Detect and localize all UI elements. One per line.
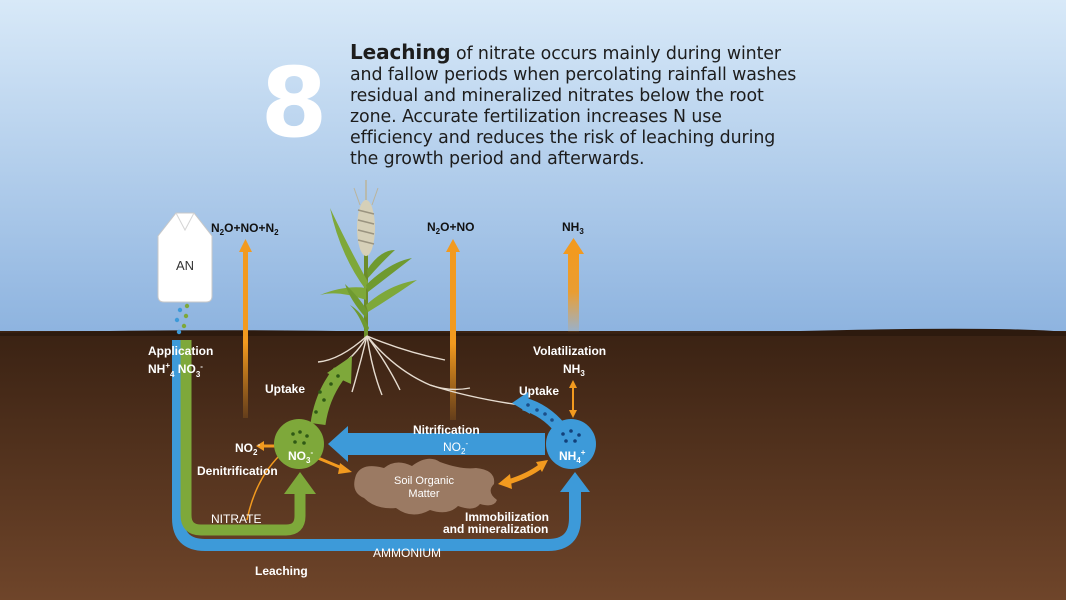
- organic-matter-label-line2: Matter: [408, 488, 440, 500]
- volatilization-gas-arrow: [568, 252, 579, 332]
- organic-matter-label-line1: Soil Organic: [394, 475, 454, 487]
- bag-label: AN: [176, 258, 194, 273]
- ammonium-path-label: AMMONIUM: [373, 546, 441, 560]
- ammonium-pool: [546, 419, 596, 469]
- volatilization-ion-label: NH3: [563, 362, 585, 378]
- uptake-right-label: Uptake: [519, 384, 559, 398]
- application-ions-label: NH+4 NO3-: [148, 361, 203, 379]
- fertilizer-bag: AN: [157, 212, 213, 303]
- application-label: Application: [148, 344, 213, 358]
- nitrification-gas-arrow: [450, 250, 456, 420]
- nitrate-path-label: NITRATE: [211, 512, 261, 526]
- nitrate-leaching-path: [180, 340, 306, 536]
- step-keyword: Leaching: [350, 40, 451, 64]
- immobilization-arrow: [507, 463, 543, 485]
- plant-roots: [317, 335, 521, 406]
- no2-left-label: NO2-: [235, 440, 260, 457]
- nitrification-label: Nitrification: [413, 423, 480, 437]
- gas-label-denitrification: N2O+NO+N2: [211, 221, 279, 237]
- volatilization-label: Volatilization: [533, 344, 606, 358]
- denitrification-label: Denitrification: [197, 464, 278, 478]
- gas-label-volatilization: NH3: [562, 220, 584, 236]
- nitrification-arrow: [345, 433, 545, 455]
- wheat-plant: [320, 180, 417, 338]
- step-description: Leaching of nitrate occurs mainly during…: [350, 42, 800, 170]
- uptake-left-label: Uptake: [265, 382, 305, 396]
- gas-label-nitrification: N2O+NO: [427, 220, 474, 236]
- ammonium-leaching-arrowhead: [560, 472, 590, 492]
- immobilization-label-line2: and mineralization: [443, 522, 548, 536]
- denitrification-curve: [246, 454, 281, 521]
- immobilization-label-line1: Immobilization: [465, 510, 549, 524]
- leaching-label: Leaching: [255, 564, 308, 578]
- step-number: 8: [260, 47, 328, 159]
- nitrate-pool-label: NO3-: [288, 448, 313, 465]
- nitrate-to-organic-arrow: [317, 456, 343, 470]
- nitrate-leaching-arrowhead: [284, 472, 316, 494]
- soil-organic-matter: [354, 458, 497, 515]
- step-text: of nitrate occurs mainly during winter a…: [350, 44, 797, 169]
- ground-line: [0, 328, 1066, 336]
- nitrification-ion-label: NO2-: [443, 439, 468, 456]
- nitrate-pool: [274, 419, 324, 469]
- fertilizer-granules: [174, 303, 190, 335]
- ammonium-leaching-path: [172, 340, 581, 551]
- denitrification-gas-arrow: [243, 250, 248, 418]
